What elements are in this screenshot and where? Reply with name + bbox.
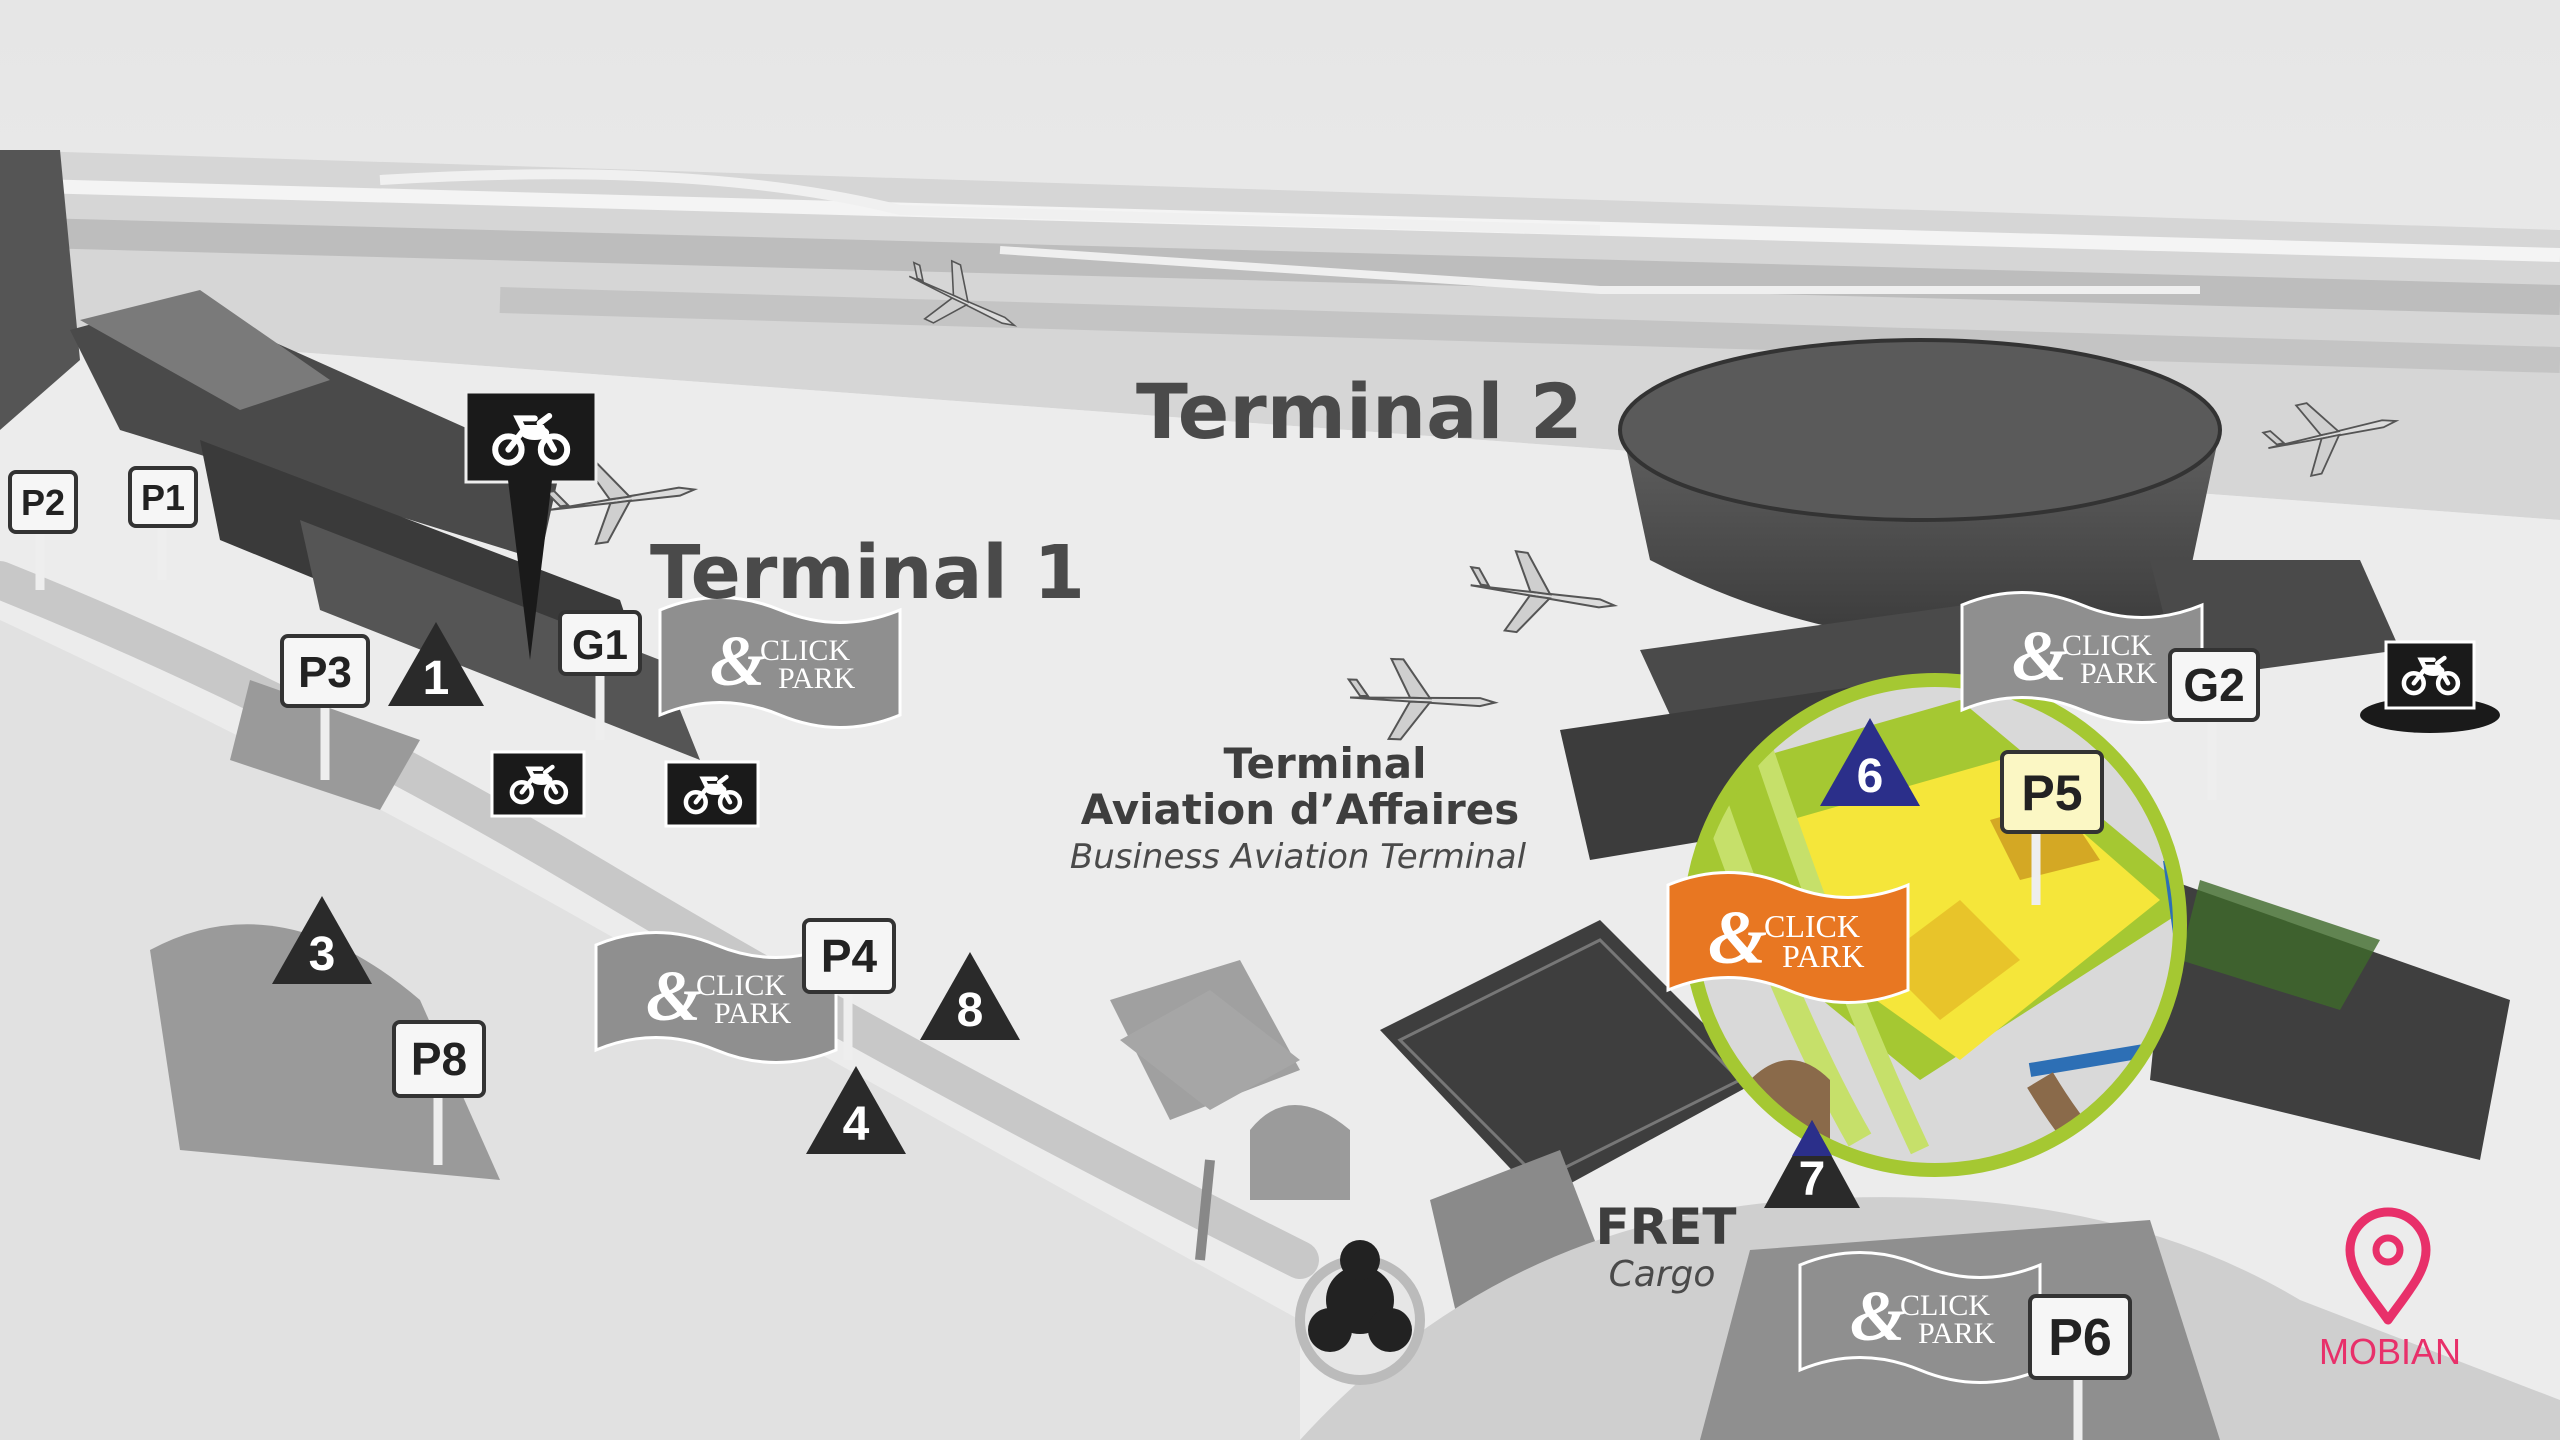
motorcycle-parking-sign[interactable] <box>664 760 760 828</box>
svg-text:&: & <box>710 621 766 701</box>
svg-text:P8: P8 <box>411 1033 467 1085</box>
svg-text:P1: P1 <box>141 477 185 518</box>
parking-sign-g1[interactable]: G1 <box>558 610 642 740</box>
label-business-terminal-line2: Aviation d’Affaires <box>1081 785 1519 834</box>
parking-sign-p1[interactable]: P1 <box>128 466 198 580</box>
svg-text:7: 7 <box>1799 1153 1826 1206</box>
label-terminal-1: Terminal 1 <box>650 530 1085 616</box>
svg-text:CLICK: CLICK <box>1764 908 1860 944</box>
mobian-watermark: MOBIAN <box>2319 1207 2461 1372</box>
click-park-flag[interactable]: & CLICK PARK <box>594 931 838 1064</box>
label-cargo: Cargo <box>1609 1254 1716 1295</box>
svg-text:&: & <box>646 956 702 1036</box>
svg-text:P3: P3 <box>298 648 352 697</box>
svg-text:P2: P2 <box>21 482 65 523</box>
roundabout-statue <box>1295 1240 1425 1385</box>
click-park-flag[interactable]: & CLICK PARK <box>1798 1251 2042 1384</box>
parking-sign-p6[interactable]: P6 <box>2028 1294 2132 1440</box>
svg-text:P4: P4 <box>821 930 878 982</box>
motorcycle-parking-sign[interactable] <box>2360 640 2500 733</box>
svg-text:PARK: PARK <box>1782 938 1864 974</box>
access-point-7[interactable]: 7 <box>1764 1120 1860 1208</box>
label-fret: FRET <box>1596 1198 1737 1256</box>
label-terminal-2: Terminal 2 <box>1136 367 1583 456</box>
svg-text:1: 1 <box>423 652 450 705</box>
svg-text:3: 3 <box>309 928 336 981</box>
taxiway <box>999 246 2200 294</box>
svg-text:G1: G1 <box>572 621 628 668</box>
svg-text:PARK: PARK <box>1918 1317 1996 1350</box>
motorcycle-parking-sign[interactable] <box>490 750 586 818</box>
location-pin-icon <box>2345 1207 2431 1325</box>
svg-text:CLICK: CLICK <box>696 969 786 1002</box>
svg-text:P5: P5 <box>2021 765 2082 821</box>
parking-sign-g2[interactable]: G2 <box>2168 648 2260 800</box>
svg-text:G2: G2 <box>2183 659 2244 711</box>
svg-text:MOBIAN: MOBIAN <box>2319 1331 2461 1372</box>
svg-text:PARK: PARK <box>2080 657 2158 690</box>
svg-text:&: & <box>2012 616 2068 696</box>
click-park-flag[interactable]: & CLICK PARK <box>658 596 902 729</box>
label-business-terminal-en: Business Aviation Terminal <box>1070 837 1527 877</box>
parking-sign-p5[interactable]: P5 <box>2000 750 2104 905</box>
label-business-terminal-line1: Terminal <box>1223 739 1426 788</box>
control-tower-base <box>1120 990 1300 1110</box>
svg-text:CLICK: CLICK <box>2062 629 2152 662</box>
parking-sign-p3[interactable]: P3 <box>280 634 370 780</box>
svg-text:CLICK: CLICK <box>760 634 850 667</box>
access-point-6[interactable]: 6 <box>1820 718 1920 806</box>
motorcycle-parking-sign[interactable] <box>464 390 598 660</box>
parking-lot-p8 <box>150 924 500 1180</box>
access-point-8[interactable]: 8 <box>920 952 1020 1040</box>
access-point-3[interactable]: 3 <box>272 896 372 984</box>
access-point-4[interactable]: 4 <box>806 1066 906 1154</box>
click-park-flag[interactable]: & CLICK PARK <box>1960 591 2204 724</box>
svg-text:6: 6 <box>1857 750 1884 803</box>
parking-sign-p4[interactable]: P4 <box>802 918 896 1060</box>
svg-text:&: & <box>1708 896 1767 980</box>
svg-text:&: & <box>1850 1276 1906 1356</box>
click-park-flag[interactable]: & CLICK PARK <box>1666 871 1910 1004</box>
svg-text:PARK: PARK <box>778 662 856 695</box>
control-tower <box>1195 1159 1215 1261</box>
access-point-1[interactable]: 1 <box>388 622 484 706</box>
runway <box>499 287 2560 373</box>
svg-text:PARK: PARK <box>714 997 792 1030</box>
svg-text:8: 8 <box>957 984 984 1037</box>
parking-sign-p2[interactable]: P2 <box>8 470 78 590</box>
svg-text:P6: P6 <box>2048 1309 2112 1367</box>
parking-sign-p8[interactable]: P8 <box>392 1020 486 1165</box>
svg-text:4: 4 <box>843 1098 870 1151</box>
svg-text:CLICK: CLICK <box>1900 1289 1990 1322</box>
taxiway <box>379 169 1601 235</box>
